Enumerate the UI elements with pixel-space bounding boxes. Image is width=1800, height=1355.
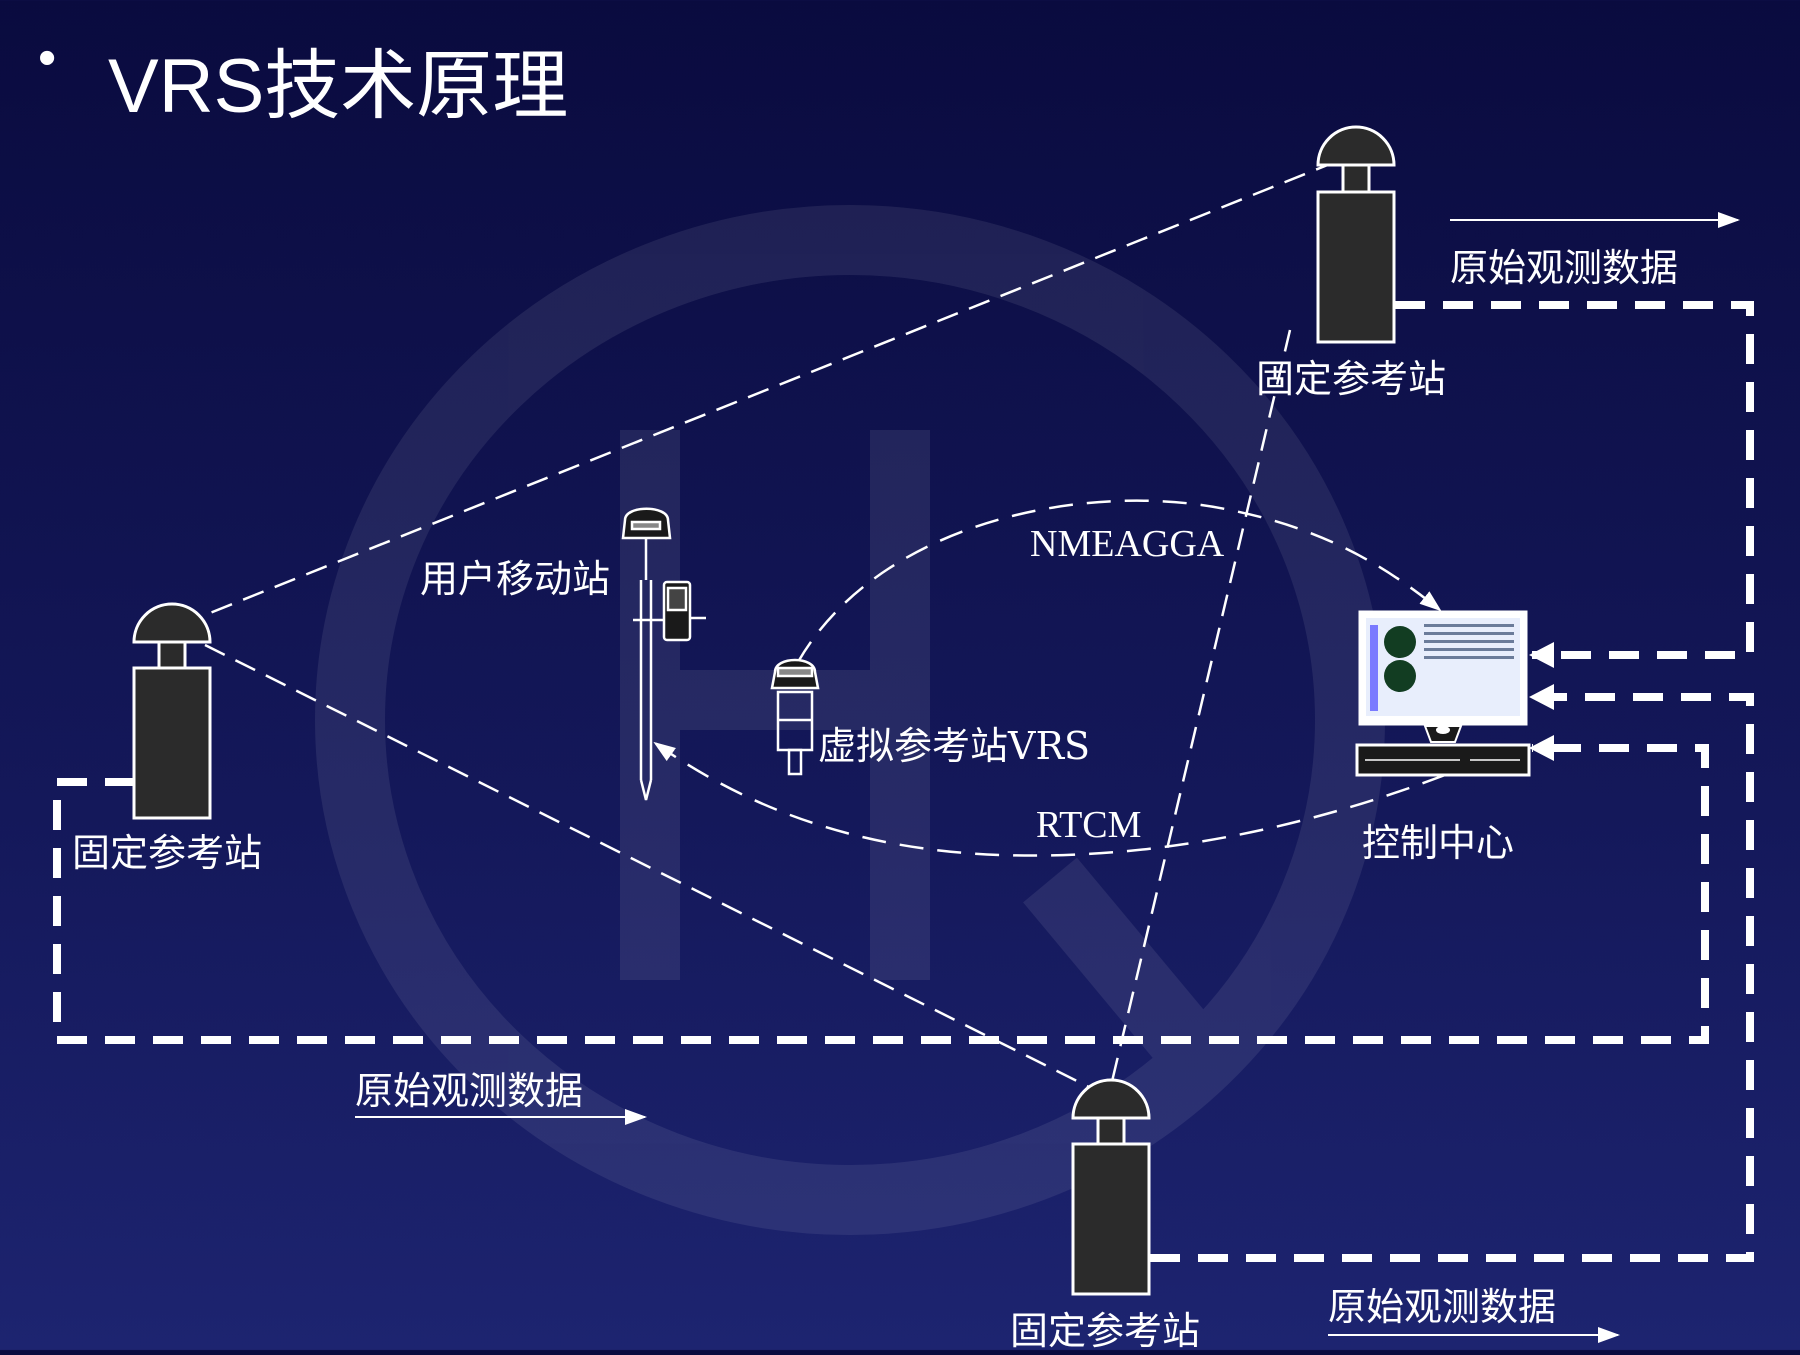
- station-label-left: 固定参考站: [72, 831, 263, 875]
- station-label-top: 固定参考站: [1256, 357, 1447, 401]
- baseline-triangle: [179, 158, 1341, 1097]
- reference-station-bottom: [1071, 1078, 1151, 1296]
- raw-data-arrows: [355, 212, 1740, 1343]
- rtcm-label: RTCM: [1036, 804, 1142, 846]
- data-paths: [53, 301, 1754, 1262]
- raw-data-label-left: 原始观测数据: [355, 1069, 584, 1113]
- rover-icon: [621, 507, 706, 801]
- protocol-links: [653, 499, 1446, 857]
- virtual-station-icon: [770, 658, 820, 776]
- path-left-station: [53, 744, 1709, 1044]
- page-title: VRS技术原理: [108, 44, 569, 129]
- rover-label: 用户移动站: [420, 557, 611, 601]
- raw-data-label-bottom: 原始观测数据: [1328, 1285, 1557, 1329]
- title-bullet: •: [38, 29, 57, 87]
- control-center-arrows: [1529, 642, 1554, 761]
- virtual-station-label: 虚拟参考站VRS: [818, 724, 1091, 768]
- station-label-bottom: 固定参考站: [1010, 1309, 1201, 1353]
- path-top-station: [1395, 301, 1754, 659]
- control-center-label: 控制中心: [1362, 821, 1515, 865]
- raw-data-label-top: 原始观测数据: [1450, 246, 1679, 290]
- control-center-computer: [1355, 610, 1531, 777]
- reference-station-top: [1316, 125, 1396, 344]
- watermark-logo: [315, 205, 1385, 1235]
- reference-station-left: [132, 602, 212, 820]
- nmea-label: NMEAGGA: [1030, 523, 1225, 565]
- path-bottom-station: [1150, 693, 1754, 1262]
